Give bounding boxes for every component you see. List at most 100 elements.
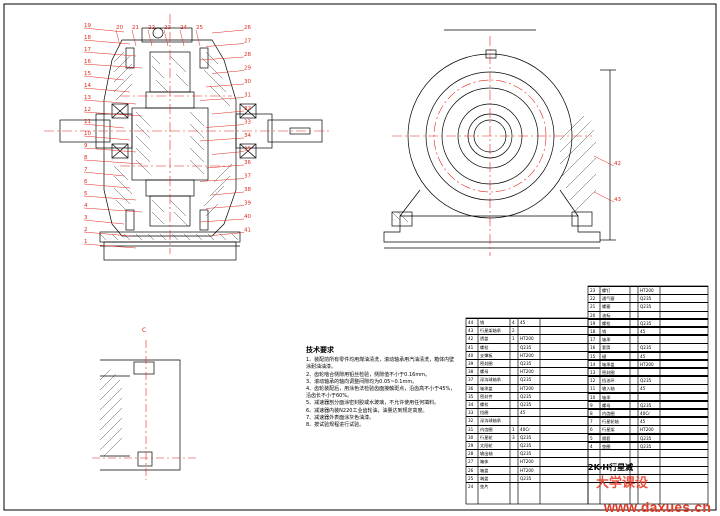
callout-leader (205, 164, 245, 169)
cell-no: 26 (468, 467, 474, 473)
callout-number: 31 (244, 93, 251, 99)
requirement-item: 7、减速器外表面涂灰色油漆。 (306, 414, 375, 421)
callout-leader (83, 159, 143, 165)
callout-leader (199, 178, 245, 182)
cell-name: 输入轴 (602, 386, 615, 392)
cell-note: 40Cr (640, 411, 650, 416)
requirement-item: 3、滚动轴承的轴向调整间隙均为0.05~0.1mm。 (306, 378, 418, 385)
callout-leader (83, 123, 125, 129)
callout-leader (147, 29, 153, 47)
callout-leader (199, 97, 245, 101)
callout-number: 32 (244, 106, 251, 112)
cell-note: Q235 (520, 377, 532, 383)
cell-qty: 1 (512, 426, 515, 432)
cell-no: 5 (590, 435, 593, 441)
cell-name: 油标 (602, 312, 611, 318)
callout-leader (83, 87, 131, 93)
cell-note: 45 (640, 329, 646, 334)
callout-number: 40 (244, 214, 251, 220)
detail-label: C (142, 327, 146, 334)
cell-note: Q235 (640, 378, 652, 384)
drawing-title: 2K-H行星减 (588, 463, 634, 472)
requirement-item: 1、装配前所有零件均用煤油清洗，滚动轴承用汽油清洗，箱体内壁涂耐油油漆。 (306, 357, 455, 371)
cell-name: 套筒 (602, 345, 611, 351)
callout-leader (211, 110, 245, 115)
front-center-lines (44, 14, 330, 254)
callout-leader (83, 243, 137, 249)
cell-note: HT200 (520, 369, 534, 375)
cell-note: 45 (520, 320, 526, 325)
cell-no: 39 (468, 361, 474, 366)
callout-leader (83, 207, 143, 213)
callout-leader (83, 147, 137, 153)
cell-no: 30 (468, 434, 474, 440)
cell-name: 通气塞 (602, 296, 615, 302)
cell-note: Q235 (520, 451, 532, 457)
cell-name: 密封件 (480, 393, 493, 399)
cell-note: HT200 (640, 288, 654, 293)
callout-number: 22 (148, 25, 155, 31)
cell-no: 44 (468, 320, 474, 325)
callout-number: 42 (614, 161, 621, 167)
callout-leader (83, 195, 137, 201)
callout-leader (199, 137, 245, 142)
callout-leader (83, 39, 131, 45)
cell-note: HT200 (520, 385, 534, 391)
cell-note: HT200 (520, 467, 534, 473)
detail-center-lines (92, 340, 196, 480)
callout-leader (199, 218, 245, 223)
cell-note: HT200 (520, 336, 534, 342)
cell-no: 12 (590, 378, 596, 384)
callout-number: 35 (244, 147, 251, 153)
cell-name: 深沟球轴承 (480, 418, 501, 424)
callout-number: 41 (244, 228, 251, 234)
cell-no: 41 (468, 344, 474, 350)
front-section-hatching (99, 51, 239, 241)
callout-leader (83, 219, 125, 225)
bom-table-frame (465, 285, 709, 505)
cell-name: 垫圈 (602, 443, 611, 449)
cell-name: 轴承盖 (480, 385, 493, 391)
cell-name: 螺栓 (602, 320, 611, 326)
cell-note: Q235 (640, 345, 652, 351)
cell-name: 挡圈 (480, 410, 489, 416)
cell-no: 11 (590, 386, 596, 392)
callout-leader (593, 191, 615, 203)
cell-name: 销 (602, 329, 607, 334)
cell-note: 45 (640, 386, 646, 392)
callout-number: 23 (164, 25, 171, 31)
cell-note: Q235 (640, 320, 652, 326)
cell-no: 25 (468, 475, 474, 481)
cell-no: 38 (468, 369, 474, 375)
cell-name: 轴承 (602, 394, 611, 400)
cell-name: 螺栓 (480, 402, 489, 407)
callout-leader (205, 124, 245, 128)
requirement-item: 5、减速器剖分面涂密封胶或水玻璃，不允许使用任何填料。 (306, 400, 440, 407)
cell-no: 7 (590, 419, 593, 425)
cell-name: 端盖 (480, 475, 489, 481)
technical-requirements: 技术要求 1、装配前所有零件均用煤油清洗，滚动轴承用汽油清洗，箱体内壁涂耐油油漆… (306, 346, 456, 429)
cell-no: 19 (590, 320, 596, 326)
callout-number: 30 (244, 79, 251, 85)
callout-leader (179, 29, 185, 47)
cell-note: 45 (640, 419, 646, 425)
callout-number: 20 (116, 25, 123, 31)
cell-name: 箱体 (480, 459, 489, 465)
callout-leader (593, 155, 615, 167)
cell-name: 键 (602, 353, 607, 359)
